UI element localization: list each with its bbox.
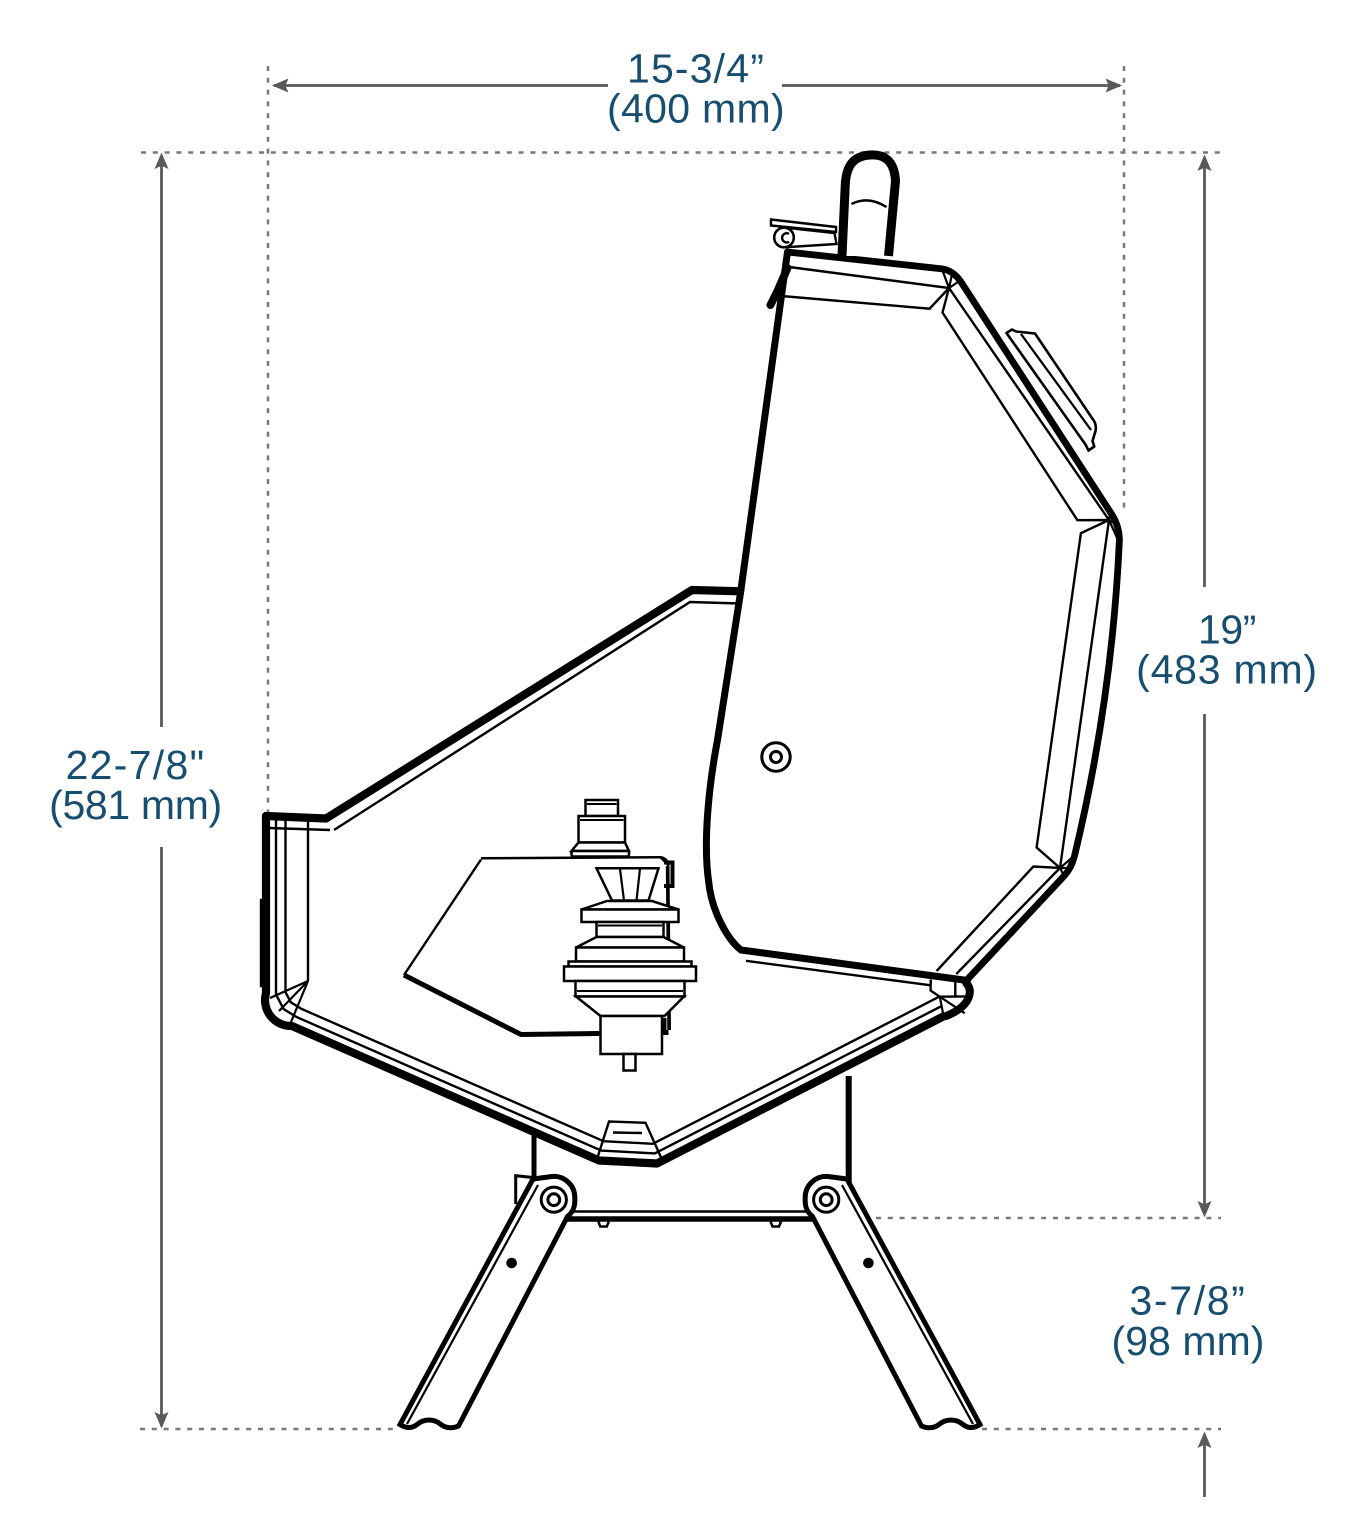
svg-text:(483 mm): (483 mm): [1136, 647, 1318, 693]
svg-text:3-7/8”: 3-7/8”: [1129, 1278, 1246, 1324]
svg-text:15-3/4”: 15-3/4”: [627, 46, 765, 92]
svg-text:(400 mm): (400 mm): [607, 86, 785, 132]
svg-text:(98 mm): (98 mm): [1111, 1318, 1264, 1364]
svg-text:19”: 19”: [1198, 606, 1256, 652]
svg-text:(581 mm): (581 mm): [49, 782, 222, 828]
svg-text:22-7/8": 22-7/8": [66, 742, 206, 788]
